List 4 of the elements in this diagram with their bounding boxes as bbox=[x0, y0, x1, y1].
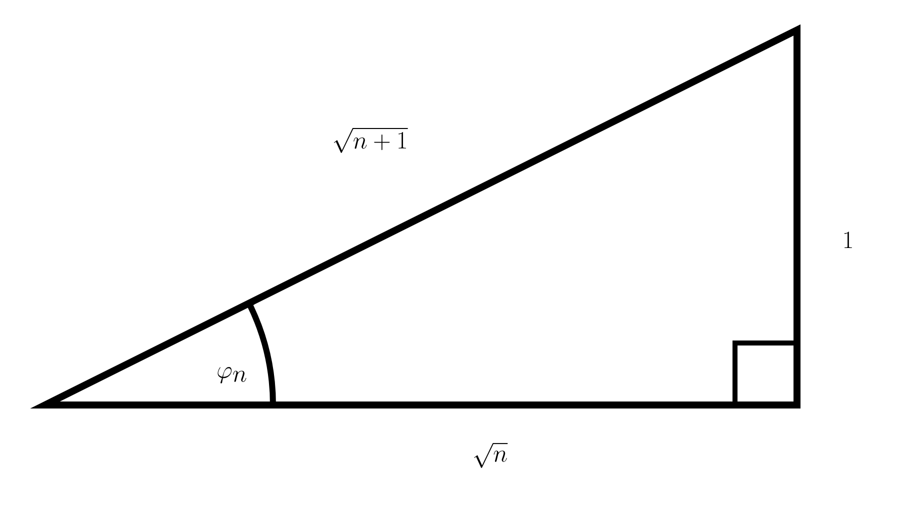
side-label: $\sqrt{n+1}$ bbox=[334, 128, 408, 153]
angle-label: $\varphi_{n}$ bbox=[218, 366, 246, 384]
side-label: $\sqrt{n}$ bbox=[474, 443, 508, 468]
side-label: $1$ bbox=[844, 232, 852, 248]
